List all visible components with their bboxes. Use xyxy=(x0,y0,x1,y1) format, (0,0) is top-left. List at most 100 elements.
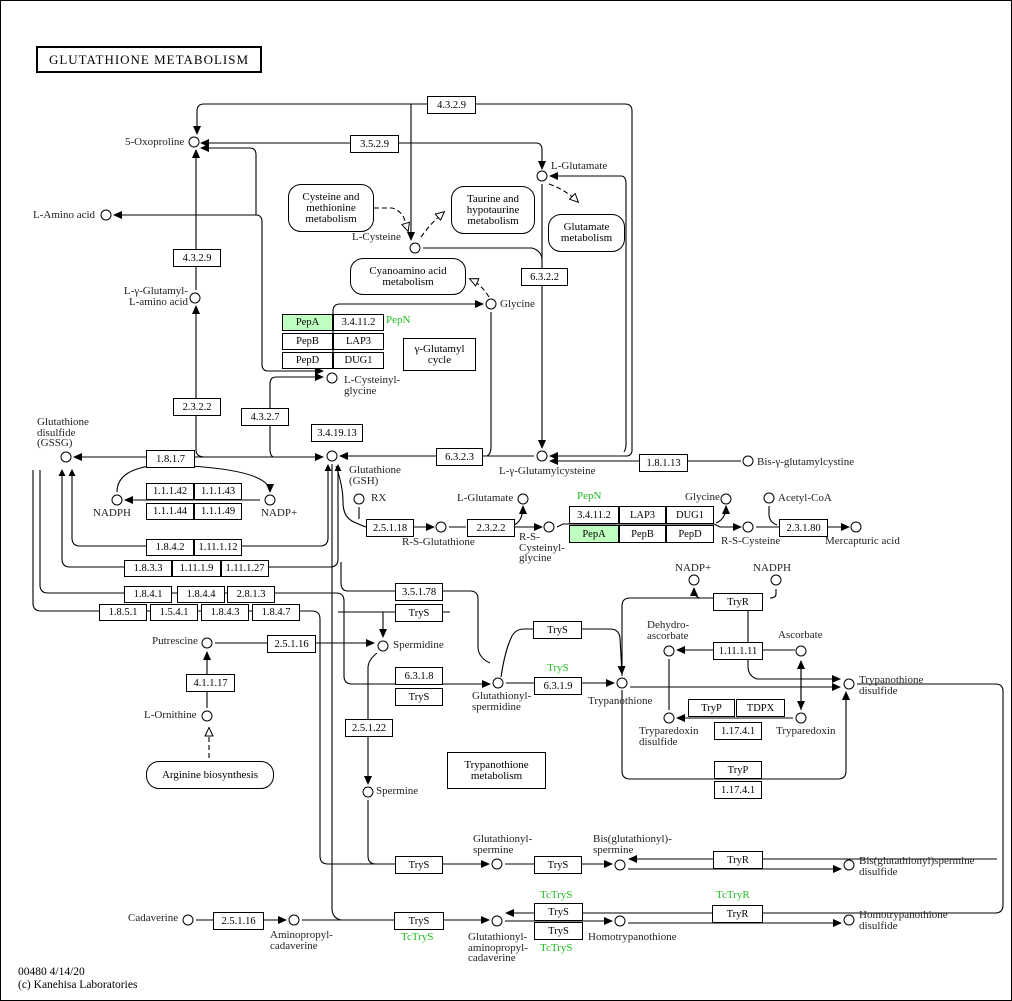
enzyme-box-pepd[interactable]: PepD xyxy=(282,352,333,369)
enzyme-box-pepb[interactable]: PepB xyxy=(282,333,333,350)
enzyme-box-3-4-11-2[interactable]: 3.4.11.2 xyxy=(333,314,384,331)
compound-node-l-glutamate-mid[interactable] xyxy=(517,493,529,505)
compound-node-glutathione[interactable] xyxy=(326,450,338,462)
enzyme-box-lap3[interactable]: LAP3 xyxy=(333,333,384,350)
compound-node-5-oxoproline[interactable] xyxy=(188,136,200,148)
enzyme-box-1-8-4-4[interactable]: 1.8.4.4 xyxy=(177,586,225,603)
gene-label-tctrys-5[interactable]: TcTryS xyxy=(540,942,573,954)
gene-label-tctryr-6[interactable]: TcTryR xyxy=(716,889,750,901)
compound-node-r-s-cysteinyl-glycine[interactable] xyxy=(543,521,555,533)
enzyme-box-dug1[interactable]: DUG1 xyxy=(666,506,714,524)
compound-node-r-s-cysteine[interactable] xyxy=(742,521,754,533)
compound-node-bis-glutathionyl-spermine-disulfide[interactable] xyxy=(843,859,855,871)
pathway-box-cyanoamino-acid-metabolism[interactable]: Cyanoamino acid metabolism xyxy=(350,258,466,295)
enzyme-box-4-3-2-9[interactable]: 4.3.2.9 xyxy=(427,96,476,114)
enzyme-box-1-11-1-27[interactable]: 1.11.1.27 xyxy=(221,560,269,577)
enzyme-box-3-5-1-78[interactable]: 3.5.1.78 xyxy=(395,583,443,601)
compound-node-l-cysteine[interactable] xyxy=(409,242,421,254)
compound-node-l-gamma-glutamyl-l-amino-acid[interactable] xyxy=(189,292,201,304)
enzyme-box-1-8-4-1[interactable]: 1.8.4.1 xyxy=(124,586,172,603)
enzyme-box-1-17-4-1[interactable]: 1.17.4.1 xyxy=(714,781,762,799)
enzyme-box-tryr[interactable]: TryR xyxy=(712,905,763,923)
compound-node-tryparedoxin-disulfide[interactable] xyxy=(663,712,675,724)
compound-node-glutathione-disulfide[interactable] xyxy=(60,451,72,463)
enzyme-box-trys[interactable]: TryS xyxy=(394,912,444,930)
enzyme-box-1-1-1-43[interactable]: 1.1.1.43 xyxy=(194,483,242,500)
enzyme-box-tryp[interactable]: TryP xyxy=(714,761,762,779)
enzyme-box-tryr[interactable]: TryR xyxy=(713,851,763,869)
enzyme-box-6-3-2-2[interactable]: 6.3.2.2 xyxy=(521,268,568,286)
gene-label-pepn-1[interactable]: PepN xyxy=(577,490,602,502)
compound-node-tryparedoxin[interactable] xyxy=(795,712,807,724)
enzyme-box-tryr[interactable]: TryR xyxy=(713,593,763,611)
compound-node-nadph-right[interactable] xyxy=(770,574,782,586)
enzyme-box-4-3-2-9[interactable]: 4.3.2.9 xyxy=(173,249,221,267)
compound-node-spermine[interactable] xyxy=(362,786,374,798)
enzyme-box-2-5-1-16[interactable]: 2.5.1.16 xyxy=(267,635,316,653)
enzyme-box-6-3-2-3[interactable]: 6.3.2.3 xyxy=(436,448,483,466)
compound-node-putrescine[interactable] xyxy=(201,637,213,649)
pathway-box-glutamate-metabolism[interactable]: Glutamate metabolism xyxy=(548,214,625,252)
compound-node-spermidine[interactable] xyxy=(377,640,389,652)
enzyme-box-1-17-4-1[interactable]: 1.17.4.1 xyxy=(714,722,762,740)
enzyme-box-lap3[interactable]: LAP3 xyxy=(619,506,666,524)
enzyme-box-1-8-4-2[interactable]: 1.8.4.2 xyxy=(146,539,194,556)
enzyme-box-1-5-4-1[interactable]: 1.5.4.1 xyxy=(150,604,198,621)
enzyme-box-trys[interactable]: TryS xyxy=(395,688,443,706)
compound-node-nadp-right[interactable] xyxy=(688,574,700,586)
enzyme-box-pepa[interactable]: PepA xyxy=(282,314,333,331)
compound-node-mercapturic-acid[interactable] xyxy=(850,521,862,533)
enzyme-box-3-5-2-9[interactable]: 3.5.2.9 xyxy=(350,135,399,153)
enzyme-box-trys[interactable]: TryS xyxy=(395,856,443,874)
gene-label-tctrys-3[interactable]: TcTryS xyxy=(401,931,434,943)
gene-label-pepn-0[interactable]: PepN xyxy=(386,314,411,326)
enzyme-box-dug1[interactable]: DUG1 xyxy=(333,352,384,369)
enzyme-box-1-11-1-11[interactable]: 1.11.1.11 xyxy=(713,642,763,660)
enzyme-box-1-8-5-1[interactable]: 1.8.5.1 xyxy=(99,604,147,621)
compound-node-l-ornithine[interactable] xyxy=(201,710,213,722)
compound-node-glycine-mid[interactable] xyxy=(720,493,732,505)
compound-node-glutathionyl-aminopropyl-cadaverine[interactable] xyxy=(491,915,503,927)
enzyme-box-3-4-11-2[interactable]: 3.4.11.2 xyxy=(569,506,619,524)
enzyme-box-4-1-1-17[interactable]: 4.1.1.17 xyxy=(186,674,235,692)
enzyme-box-pepd[interactable]: PepD xyxy=(666,525,714,543)
enzyme-box-1-1-1-44[interactable]: 1.1.1.44 xyxy=(146,503,194,520)
pathway-box-arginine-biosynthesis[interactable]: Arginine biosynthesis xyxy=(146,761,274,789)
enzyme-box-1-11-1-9[interactable]: 1.11.1.9 xyxy=(172,560,221,577)
enzyme-box-trys[interactable]: TryS xyxy=(534,922,583,940)
enzyme-box-pepb[interactable]: PepB xyxy=(619,525,666,543)
compound-node-rx[interactable] xyxy=(353,493,365,505)
compound-node-bis-glutathionyl-spermine[interactable] xyxy=(614,859,626,871)
pathway-box-trypanothione-metabolism[interactable]: Trypanothione metabolism xyxy=(447,752,546,789)
enzyme-box-3-4-19-13[interactable]: 3.4.19.13 xyxy=(311,424,363,442)
enzyme-box-6-3-1-9[interactable]: 6.3.1.9 xyxy=(534,677,582,695)
enzyme-box-6-3-1-8[interactable]: 6.3.1.8 xyxy=(395,667,443,685)
enzyme-box-trys[interactable]: TryS xyxy=(534,903,583,921)
enzyme-box-1-8-1-13[interactable]: 1.8.1.13 xyxy=(639,454,688,472)
compound-node-bis-gamma-glutamylcystine[interactable] xyxy=(742,455,754,467)
compound-node-nadph-left[interactable] xyxy=(111,494,123,506)
pathway-box-cysteine-and-methionine-metabolism[interactable]: Cysteine and methionine metabolism xyxy=(288,184,374,232)
enzyme-box-4-3-2-7[interactable]: 4.3.2.7 xyxy=(241,408,289,426)
gene-label-trys-2[interactable]: TryS xyxy=(547,662,569,674)
enzyme-box-1-1-1-42[interactable]: 1.1.1.42 xyxy=(146,483,194,500)
compound-node-cadaverine[interactable] xyxy=(182,914,194,926)
compound-node-l-cysteinyl-glycine[interactable] xyxy=(326,372,338,384)
pathway-box-glutamyl-cycle[interactable]: γ-Glutamyl cycle xyxy=(403,338,476,371)
enzyme-box-2-5-1-22[interactable]: 2.5.1.22 xyxy=(345,719,393,737)
enzyme-box-pepa[interactable]: PepA xyxy=(569,525,619,543)
enzyme-box-1-8-1-7[interactable]: 1.8.1.7 xyxy=(146,450,195,468)
compound-node-l-gamma-glutamylcysteine[interactable] xyxy=(536,450,548,462)
compound-node-trypanothione-disulfide[interactable] xyxy=(843,678,855,690)
enzyme-box-trys[interactable]: TryS xyxy=(533,621,582,639)
enzyme-box-2-5-1-18[interactable]: 2.5.1.18 xyxy=(366,519,414,537)
compound-node-glycine-top[interactable] xyxy=(485,298,497,310)
enzyme-box-1-8-4-7[interactable]: 1.8.4.7 xyxy=(252,604,300,621)
enzyme-box-tryp[interactable]: TryP xyxy=(688,699,735,717)
compound-node-nadp-left[interactable] xyxy=(264,494,276,506)
enzyme-box-2-3-1-80[interactable]: 2.3.1.80 xyxy=(779,519,828,537)
enzyme-box-1-11-1-12[interactable]: 1.11.1.12 xyxy=(194,539,242,556)
compound-node-ascorbate[interactable] xyxy=(795,645,807,657)
compound-node-l-glutamate-top[interactable] xyxy=(536,170,548,182)
enzyme-box-2-3-2-2[interactable]: 2.3.2.2 xyxy=(467,519,515,537)
